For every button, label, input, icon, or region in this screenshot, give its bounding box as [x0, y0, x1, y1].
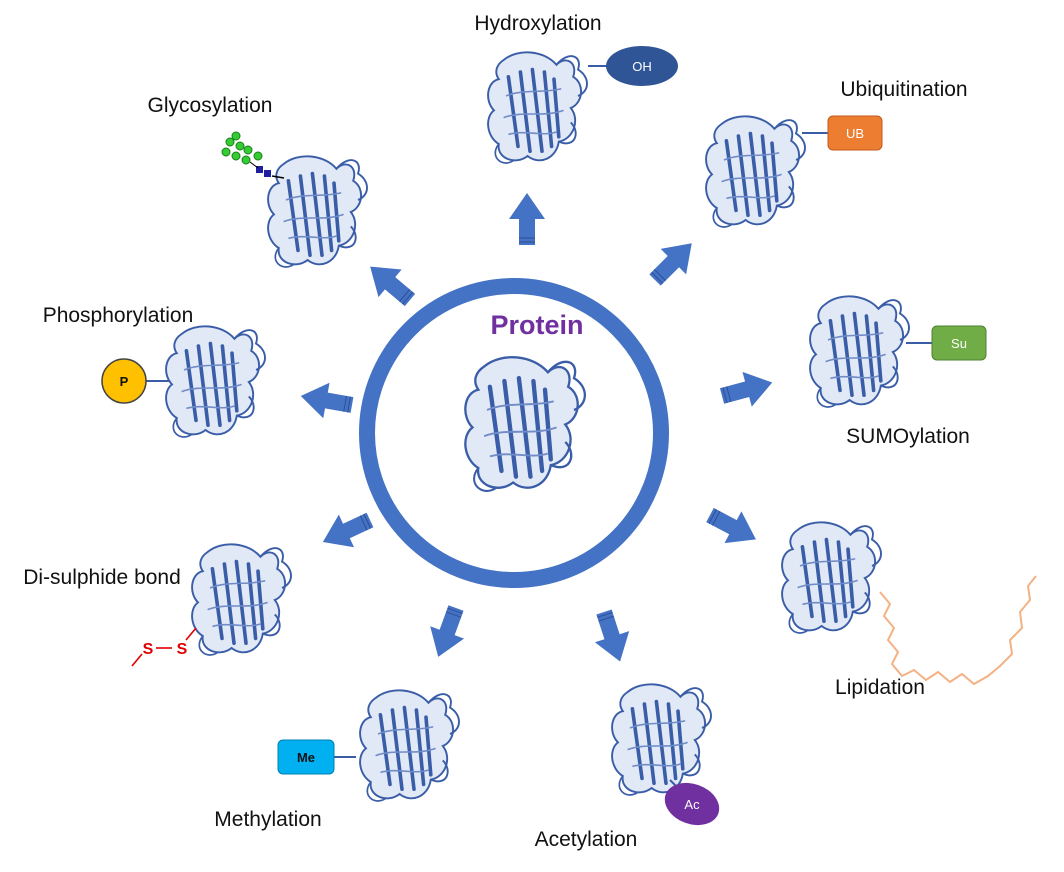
label-acetylation: Acetylation — [535, 828, 638, 851]
ptm-acetylation: Ac Acetylation — [535, 682, 720, 851]
label-hydroxylation: Hydroxylation — [474, 12, 601, 35]
sulphur-atom-1: S — [143, 641, 154, 658]
tag-p — [101, 358, 147, 404]
glycan-chain — [221, 131, 285, 179]
ptm-glycosylation: Glycosylation — [148, 94, 369, 269]
arrow-disulphide — [314, 503, 379, 559]
tag-ub — [827, 115, 883, 151]
label-sumoylation: SUMOylation — [846, 425, 970, 448]
ptm-disulphide: Di-sulphide bond S S — [23, 542, 293, 667]
arrow-glycosylation — [358, 252, 423, 315]
protein-icon — [808, 294, 911, 409]
label-methylation: Methylation — [214, 808, 321, 831]
ptm-methylation: Me Methylation — [214, 688, 461, 831]
lipid-chain — [879, 575, 1037, 686]
tag-ub-text: UB — [846, 126, 864, 141]
label-ubiquitination: Ubiquitination — [840, 78, 967, 101]
protein-icon — [164, 324, 267, 439]
center-label: Protein — [490, 310, 583, 340]
label-phosphorylation: Phosphorylation — [43, 304, 194, 327]
label-glycosylation: Glycosylation — [148, 94, 273, 117]
arrow-lipidation — [701, 498, 765, 556]
protein-icon — [358, 688, 461, 803]
center-protein-icon — [465, 357, 585, 491]
center-ring — [359, 278, 669, 588]
arrow-methylation — [420, 601, 474, 664]
arrow-ubiquitination — [641, 230, 705, 294]
arrow-acetylation — [586, 605, 638, 668]
tag-me — [277, 739, 335, 775]
protein-icon — [190, 542, 293, 657]
sulphur-atom-2: S — [177, 641, 188, 658]
tag-ac-text: Ac — [684, 797, 700, 812]
tag-oh — [606, 46, 678, 86]
tag-oh-text: OH — [632, 59, 652, 74]
ptm-sumoylation: Su SUMOylation — [808, 294, 987, 448]
protein-icon — [266, 154, 369, 269]
tag-su — [931, 325, 987, 361]
protein-icon — [610, 682, 713, 797]
ptm-lipidation: Lipidation — [780, 520, 1037, 699]
arrow-phosphorylation — [297, 377, 356, 424]
ptm-phosphorylation: Phosphorylation P — [43, 304, 267, 439]
tag-me-text: Me — [297, 750, 315, 765]
tag-p-text: P — [120, 374, 129, 389]
protein-icon — [780, 520, 883, 635]
protein-icon — [704, 114, 807, 229]
tag-ac — [664, 782, 720, 826]
label-disulphide: Di-sulphide bond — [23, 566, 181, 589]
ptm-hydroxylation: Hydroxylation OH — [474, 12, 678, 165]
ptm-ubiquitination: Ubiquitination UB — [704, 78, 968, 229]
label-lipidation: Lipidation — [835, 676, 925, 699]
tag-su-text: Su — [951, 336, 967, 351]
arrow-sumoylation — [716, 364, 778, 414]
arrow-hydroxylation — [508, 192, 546, 246]
protein-icon — [486, 50, 589, 165]
